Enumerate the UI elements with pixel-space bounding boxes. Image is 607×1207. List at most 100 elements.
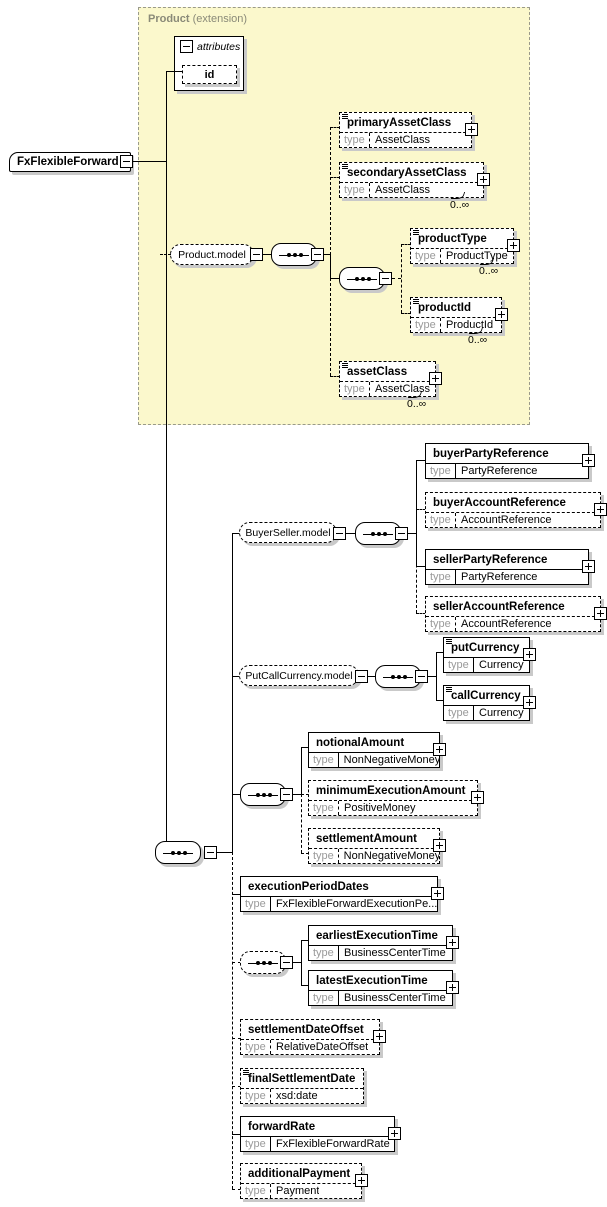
buyerseller-model-collapse-toggle[interactable]	[333, 527, 346, 540]
element-putCurrency-expand[interactable]	[523, 648, 536, 661]
type-label: type	[340, 133, 370, 147]
type-label: type	[241, 1137, 271, 1151]
element-buyerAccountReference[interactable]: buyerAccountReference type AccountRefere…	[425, 492, 601, 528]
element-settlementDateOffset[interactable]: settlementDateOffset type RelativeDateOf…	[240, 1019, 380, 1055]
element-putCurrency[interactable]: putCurrency type Currency	[443, 637, 530, 673]
element-primaryAssetClass[interactable]: primaryAssetClass type AssetClass	[339, 112, 472, 148]
connector	[263, 254, 273, 255]
attributes-header: attributes	[177, 38, 241, 55]
element-sellerAccountReference-expand[interactable]	[594, 607, 607, 620]
element-productType[interactable]: productType type ProductType	[410, 228, 514, 264]
type-label: type	[411, 249, 441, 263]
buyerseller-sequence-toggle[interactable]	[395, 527, 408, 540]
element-settlementAmount[interactable]: settlementAmount type NonNegativeMoney	[308, 828, 440, 864]
type-label: type	[309, 849, 339, 863]
connector	[301, 940, 309, 941]
element-notionalAmount[interactable]: notionalAmount type NonNegativeMoney	[308, 732, 440, 768]
root-collapse-toggle[interactable]	[120, 155, 133, 168]
element-settlementDateOffset-expand[interactable]	[373, 1030, 386, 1043]
element-additionalPayment[interactable]: additionalPayment type Payment	[240, 1163, 362, 1199]
element-earliestExecutionTime[interactable]: earliestExecutionTime type BusinessCente…	[308, 925, 453, 961]
sequence-node-product-identifiers[interactable]	[339, 267, 385, 290]
element-buyerPartyReference-expand[interactable]	[582, 454, 595, 467]
element-forwardRate[interactable]: forwardRate type FxFlexibleForwardRate	[240, 1116, 395, 1152]
element-name: sellerAccountReference	[433, 600, 565, 613]
element-sellerAccountReference[interactable]: sellerAccountReference type AccountRefer…	[425, 596, 601, 632]
element-callCurrency[interactable]: callCurrency type Currency	[443, 685, 530, 721]
connector	[324, 254, 330, 255]
product-model-collapse-toggle[interactable]	[250, 248, 263, 261]
amounts-sequence-toggle[interactable]	[280, 788, 293, 801]
element-primaryAssetClass-expand[interactable]	[465, 123, 478, 136]
element-finalSettlementDate[interactable]: finalSettlementDate type xsd:date	[240, 1068, 364, 1104]
connector	[232, 962, 241, 963]
element-executionPeriodDates-expand[interactable]	[431, 887, 444, 900]
type-value: FxFlexibleForwardExecutionPe...	[275, 898, 437, 910]
connector	[330, 278, 340, 279]
sequence-node-main[interactable]	[155, 841, 201, 864]
root-element-fxflexibleforward[interactable]: FxFlexibleForward	[9, 152, 131, 172]
type-label: type	[241, 897, 271, 911]
attribute-id[interactable]: id	[182, 65, 237, 84]
element-latestExecutionTime[interactable]: latestExecutionTime type BusinessCenterT…	[308, 970, 453, 1006]
element-buyerAccountReference-expand[interactable]	[594, 503, 607, 516]
attributes-collapse-toggle[interactable]	[180, 40, 193, 53]
connector	[232, 1134, 241, 1135]
group-product-model[interactable]: Product.model	[170, 244, 254, 265]
main-sequence-toggle[interactable]	[204, 846, 217, 859]
element-minimumExecutionAmount[interactable]: minimumExecutionAmount type PositiveMone…	[308, 780, 478, 816]
sequence-node-execution-times[interactable]	[240, 951, 286, 974]
product-extension-label: Product (extension)	[148, 13, 248, 25]
element-buyerPartyReference[interactable]: buyerPartyReference type PartyReference	[425, 443, 589, 479]
product-identifiers-sequence-toggle[interactable]	[379, 272, 392, 285]
element-name: settlementDateOffset	[248, 1023, 364, 1036]
element-name: assetClass	[347, 365, 408, 378]
connector	[232, 794, 241, 795]
connector	[330, 177, 340, 178]
type-label: type	[444, 658, 474, 672]
type-label: type	[241, 1089, 271, 1103]
element-productId[interactable]: productId type ProductId	[410, 297, 502, 333]
connector	[166, 71, 167, 853]
type-label: type	[309, 753, 339, 767]
element-additionalPayment-expand[interactable]	[355, 1174, 368, 1187]
putcallcurrency-model-collapse-toggle[interactable]	[355, 670, 368, 683]
element-forwardRate-expand[interactable]	[388, 1127, 401, 1140]
connector	[416, 460, 426, 461]
element-name: settlementAmount	[316, 832, 417, 845]
product-model-sequence-toggle[interactable]	[311, 248, 324, 261]
connector	[416, 566, 426, 567]
connector	[301, 853, 309, 854]
type-label: type	[241, 1184, 271, 1198]
element-sellerPartyReference[interactable]: sellerPartyReference type PartyReference	[425, 549, 589, 585]
element-callCurrency-expand[interactable]	[523, 696, 536, 709]
element-notionalAmount-expand[interactable]	[433, 743, 446, 756]
element-secondaryAssetClass-expand[interactable]	[477, 173, 490, 186]
element-productId-expand[interactable]	[495, 308, 508, 321]
group-buyerseller-model[interactable]: BuyerSeller.model	[239, 522, 337, 543]
putcallcurrency-sequence-toggle[interactable]	[415, 670, 428, 683]
connector	[232, 1086, 241, 1087]
execution-times-sequence-toggle[interactable]	[280, 956, 293, 969]
type-value: Payment	[276, 1185, 320, 1197]
element-name: minimumExecutionAmount	[316, 784, 466, 797]
element-latestExecutionTime-expand[interactable]	[446, 981, 459, 994]
element-productType-expand[interactable]	[507, 239, 520, 252]
element-settlementAmount-expand[interactable]	[433, 839, 446, 852]
element-executionPeriodDates[interactable]: executionPeriodDates type FxFlexibleForw…	[240, 876, 438, 912]
type-label: type	[426, 570, 456, 584]
connector	[330, 127, 331, 255]
group-putcallcurrency-model[interactable]: PutCallCurrency.model	[239, 665, 359, 686]
sequence-node-putcallcurrency[interactable]	[375, 665, 421, 688]
connector	[401, 244, 411, 245]
connector	[408, 533, 416, 534]
type-label: type	[340, 382, 370, 396]
element-earliestExecutionTime-expand[interactable]	[446, 936, 459, 949]
element-minimumExecutionAmount-expand[interactable]	[471, 791, 484, 804]
element-assetClass-expand[interactable]	[429, 372, 442, 385]
element-sellerPartyReference-expand[interactable]	[582, 560, 595, 573]
connector	[232, 894, 241, 895]
connector	[392, 278, 401, 279]
type-value: FxFlexibleForwardRate	[276, 1138, 390, 1150]
occurrence-productId: 0..∞	[468, 334, 488, 346]
